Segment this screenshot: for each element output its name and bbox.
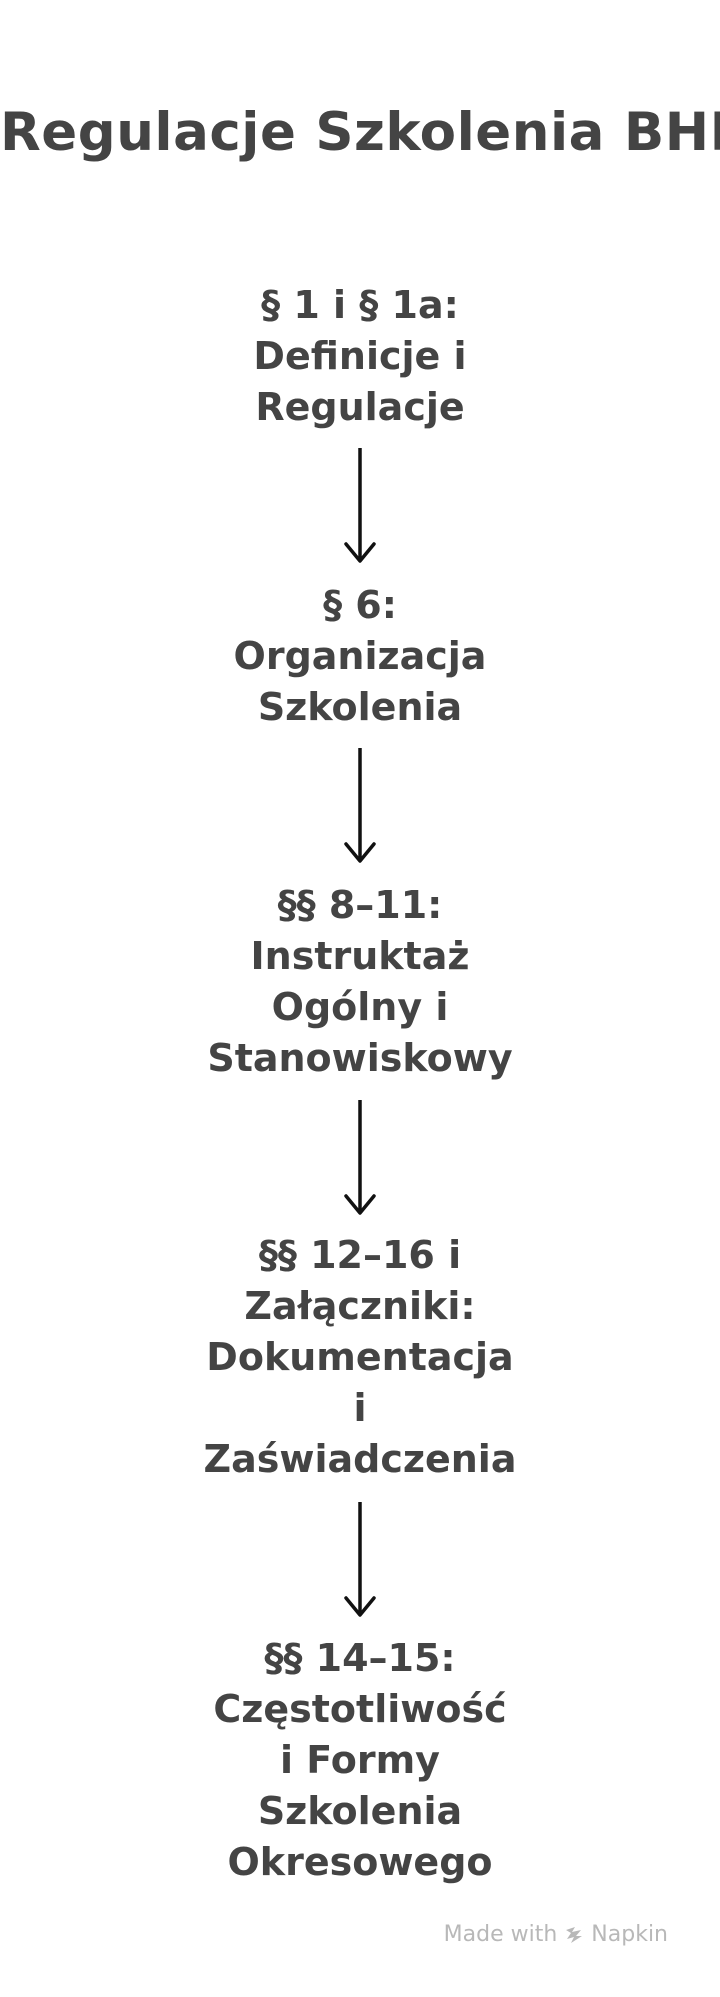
made-with-label: Made with — [443, 1922, 558, 1947]
arrow-down-icon — [344, 748, 376, 863]
step-documentation: §§ 12–16 i Załączniki: Dokumentacja i Za… — [203, 1233, 517, 1481]
arrow-down-icon — [344, 1100, 376, 1215]
step-organization: § 6: Organizacja Szkolenia — [233, 583, 487, 729]
arrow-down-1 — [340, 448, 380, 568]
step-periodic-training: §§ 14–15: Częstotliwość i Formy Szkoleni… — [213, 1636, 507, 1884]
napkin-brand-label: Napkin — [591, 1922, 668, 1947]
step-definitions: § 1 i § 1a: Definicje i Regulacje — [253, 283, 467, 429]
napkin-logo-icon — [563, 1924, 585, 1946]
arrow-down-3 — [340, 1100, 380, 1220]
step-instruction: §§ 8–11: Instruktaż Ogólny i Stanowiskow… — [207, 883, 513, 1080]
diagram-title: Regulacje Szkolenia BHP — [0, 102, 720, 163]
arrow-down-4 — [340, 1502, 380, 1622]
arrow-down-icon — [344, 448, 376, 563]
arrow-down-icon — [344, 1502, 376, 1617]
made-with-napkin-footer: Made with Napkin — [444, 1922, 668, 1947]
arrow-down-2 — [340, 748, 380, 868]
